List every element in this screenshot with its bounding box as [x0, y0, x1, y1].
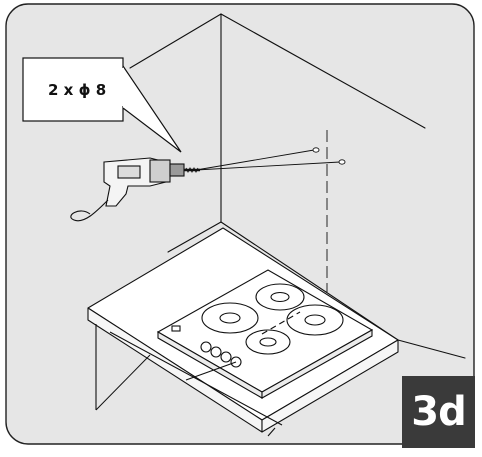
callout-text: 2 x ϕ 8 — [48, 81, 106, 99]
drill-icon — [70, 157, 200, 222]
drill-hole-2 — [338, 159, 346, 165]
drill-guide-line-2 — [195, 161, 341, 171]
worktop-back-edge — [220, 221, 399, 341]
drill-hole-1 — [312, 147, 320, 153]
wall-floor-left — [167, 221, 222, 253]
drill-guide-line-1 — [195, 149, 315, 171]
wall-top-right-edge — [220, 13, 426, 129]
wall-right-bottom — [397, 339, 466, 359]
leader-line — [95, 354, 151, 411]
hob-icon — [156, 269, 374, 399]
wall-top-left-edge — [129, 13, 222, 69]
step-badge: 3d — [402, 376, 475, 448]
step-badge-label: 3d — [411, 389, 466, 435]
drill-size-callout: 2 x ϕ 8 — [22, 57, 182, 153]
